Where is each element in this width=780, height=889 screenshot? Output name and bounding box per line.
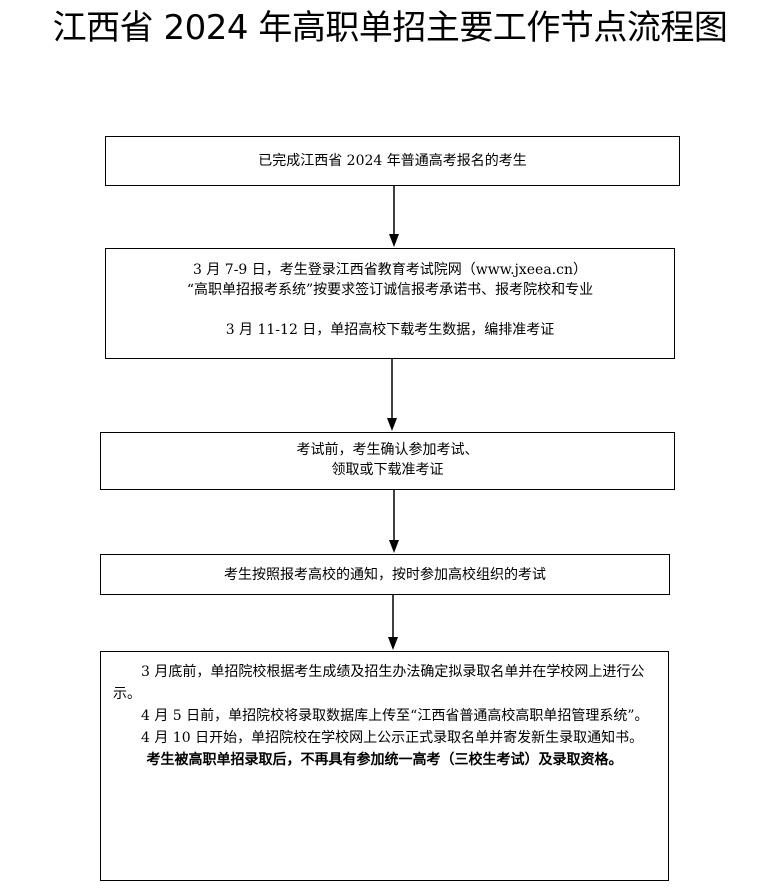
- page-title: 江西省 2024 年高职单招主要工作节点流程图: [52, 8, 728, 48]
- step-3-line-1: 考试前，考生确认参加考试、: [296, 442, 479, 458]
- step-5-box: 3 月底前，单招院校根据考生成绩及招生办法确定拟录取名单并在学校网上进行公示。 …: [100, 651, 669, 881]
- step-2-line-3: 3 月 11-12 日，单招高校下载考生数据，编排准考证: [225, 322, 555, 338]
- arrow-1-to-2: [389, 186, 399, 247]
- step-2-box: 3 月 7-9 日，考生登录江西省教育考试院网（www.jxeea.cn） “高…: [105, 248, 675, 359]
- step-4-text: 考生按照报考高校的通知，按时参加高校组织的考试: [224, 566, 546, 583]
- step-3-box: 考试前，考生确认参加考试、 领取或下载准考证: [100, 432, 675, 490]
- step-2-line-1: 3 月 7-9 日，考生登录江西省教育考试院网（www.jxeea.cn）: [192, 262, 587, 278]
- step-5-paragraph-1: 3 月底前，单招院校根据考生成绩及招生办法确定拟录取名单并在学校网上进行公示。: [113, 664, 645, 702]
- step-1-text: 已完成江西省 2024 年普通高考报名的考生: [258, 153, 527, 169]
- step-5-paragraph-2: 4 月 5 日前，单招院校将录取数据库上传至“江西省普通高校高职单招管理系统”。: [141, 708, 649, 724]
- step-1-box: 已完成江西省 2024 年普通高考报名的考生: [105, 136, 680, 186]
- arrow-2-to-3: [387, 359, 397, 431]
- arrow-4-to-5: [388, 595, 398, 650]
- arrow-3-to-4: [389, 490, 399, 553]
- step-2-line-2: “高职单招报考系统”按要求签订诚信报考承诺书、报考院校和专业: [186, 282, 594, 298]
- step-5-bold-note: 考生被高职单招录取后，不再具有参加统一高考（三校生考试）及录取资格。: [146, 752, 623, 768]
- step-5-paragraph-3: 4 月 10 日开始，单招院校在学校网上公示正式录取名单并寄发新生录取通知书。: [141, 730, 644, 746]
- step-4-box: 考生按照报考高校的通知，按时参加高校组织的考试: [100, 554, 670, 595]
- step-3-line-2: 领取或下载准考证: [331, 462, 444, 478]
